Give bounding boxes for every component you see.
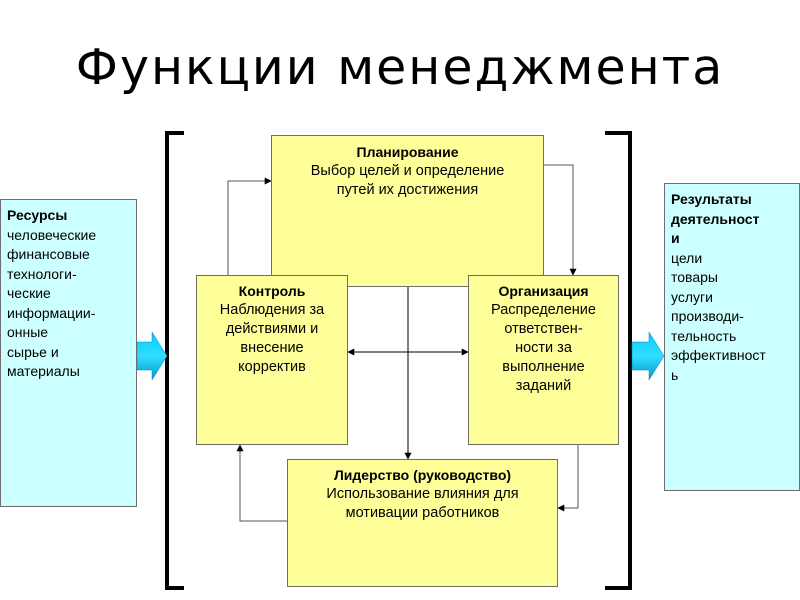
results-box: Результаты деятельност и цели товары усл…	[664, 183, 800, 491]
results-heading: Результаты деятельност и	[671, 191, 760, 246]
leadership-box: Лидерство (руководство) Использование вл…	[287, 459, 558, 587]
planning-text: Выбор целей и определение путей их дости…	[310, 163, 505, 198]
planning-box: Планирование Выбор целей и определение п…	[271, 135, 544, 287]
control-heading: Контроль	[238, 283, 306, 299]
left-bracket	[165, 131, 184, 590]
resources-heading: Ресурсы	[7, 207, 68, 223]
arrow-organization-to-leadership	[557, 445, 579, 512]
organization-box: Организация Распределение ответствен- но…	[468, 275, 619, 445]
leadership-text: Использование влияния для мотивации рабо…	[326, 486, 519, 521]
control-text: Наблюдения за действиями и внесение корр…	[219, 302, 325, 375]
control-box: Контроль Наблюдения за действиями и внес…	[196, 275, 348, 445]
output-arrow	[631, 331, 665, 381]
arrow-planning-to-organization	[544, 164, 577, 276]
results-text: цели товары услуги производи- тельность …	[671, 249, 766, 383]
arrow-leadership-to-control	[236, 444, 287, 522]
organization-text: Распределение ответствен- ности за выпол…	[491, 302, 596, 394]
resources-text: человеческие финансовые технологи- чески…	[7, 226, 97, 380]
resources-box: Ресурсы человеческие финансовые технолог…	[0, 199, 137, 507]
page-title: Функции менеджмента	[75, 39, 725, 96]
planning-heading: Планирование	[356, 144, 459, 160]
organization-heading: Организация	[498, 283, 589, 299]
right-bracket	[605, 131, 632, 590]
input-arrow	[136, 331, 168, 381]
arrow-control-to-planning	[227, 177, 272, 275]
leadership-heading: Лидерство (руководство)	[333, 467, 512, 483]
